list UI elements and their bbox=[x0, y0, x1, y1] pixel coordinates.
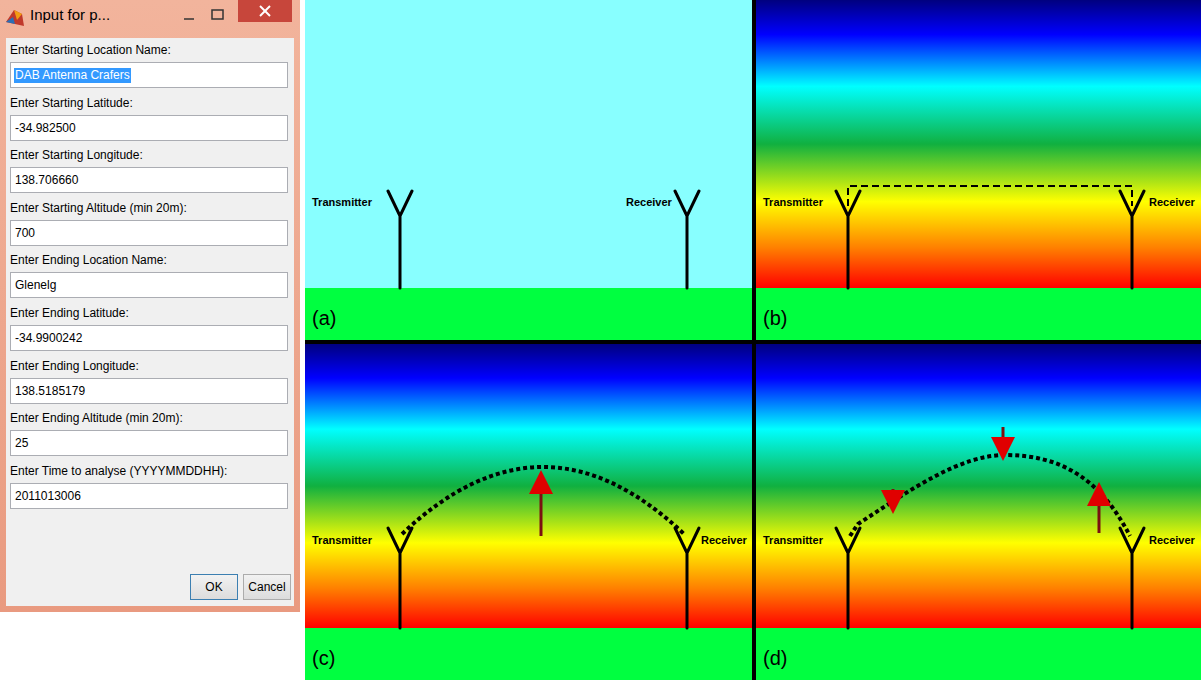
field-label: Enter Ending Altitude (min 20m): bbox=[10, 411, 183, 425]
antenna-label: Receiver bbox=[701, 534, 747, 546]
refractivity-gradient bbox=[305, 344, 752, 628]
divider bbox=[305, 340, 1201, 344]
button-label: OK bbox=[205, 575, 222, 599]
field-label: Enter Starting Longitude: bbox=[10, 148, 143, 162]
panel-letter: (a) bbox=[312, 307, 336, 330]
text-field: Enter Ending Altitude (min 20m):25 bbox=[10, 430, 288, 456]
antenna-symbols bbox=[388, 191, 1144, 628]
antenna-label: Transmitter bbox=[312, 534, 372, 546]
text-field: Enter Ending Location Name:Glenelg bbox=[10, 272, 288, 298]
window-title: Input for p... bbox=[30, 6, 110, 23]
antenna-label: Receiver bbox=[626, 196, 672, 208]
push-button: Cancel bbox=[243, 574, 291, 600]
field-label: Enter Ending Latitude: bbox=[10, 306, 129, 320]
field-value: 138.5185179 bbox=[14, 384, 86, 399]
dialog-body bbox=[6, 38, 294, 606]
antenna-label: Transmitter bbox=[312, 196, 372, 208]
field-value: 2011013006 bbox=[14, 489, 82, 504]
sky bbox=[305, 0, 752, 288]
panel-letter: (c) bbox=[312, 647, 335, 670]
antenna-label: Receiver bbox=[1149, 534, 1195, 546]
close-cross bbox=[260, 6, 270, 16]
panel-letter: (b) bbox=[763, 307, 787, 330]
antenna-label: Receiver bbox=[1149, 196, 1195, 208]
input-dialog: Input for p... Enter Starting Location Na… bbox=[0, 0, 300, 612]
antenna-label: Transmitter bbox=[763, 196, 823, 208]
straight-ray bbox=[848, 186, 1132, 206]
window-frame bbox=[0, 0, 300, 612]
text-field: Enter Starting Latitude:-34.982500 bbox=[10, 115, 288, 141]
ground bbox=[305, 288, 752, 340]
refractivity-gradient bbox=[756, 0, 1201, 288]
text-field: Enter Starting Longitude:138.706660 bbox=[10, 167, 288, 193]
field-value: 138.706660 bbox=[14, 173, 79, 188]
field-label: Enter Time to analyse (YYYYMMDDHH): bbox=[10, 464, 227, 478]
close-button bbox=[238, 0, 292, 22]
field-label: Enter Ending Location Name: bbox=[10, 253, 167, 267]
antenna-label: Transmitter bbox=[763, 534, 823, 546]
field-label: Enter Ending Longitude: bbox=[10, 359, 139, 373]
matlab-icon bbox=[6, 10, 24, 26]
ducted-ray bbox=[850, 455, 1130, 536]
field-value: -34.9900242 bbox=[14, 331, 83, 346]
ground bbox=[305, 628, 752, 680]
text-field: Enter Starting Altitude (min 20m):700 bbox=[10, 220, 288, 246]
ground bbox=[756, 628, 1201, 680]
panel-letter: (d) bbox=[763, 647, 787, 670]
refracted-ray bbox=[402, 467, 684, 534]
window-buttons bbox=[184, 10, 223, 19]
field-value: Glenelg bbox=[14, 278, 57, 293]
text-field: Enter Starting Location Name:DAB Antenna… bbox=[10, 62, 288, 88]
field-label: Enter Starting Latitude: bbox=[10, 96, 133, 110]
refractivity-gradient bbox=[756, 344, 1201, 628]
bending-arrows bbox=[541, 427, 1099, 536]
text-field: Enter Time to analyse (YYYYMMDDHH):20110… bbox=[10, 483, 288, 509]
push-button: OK bbox=[190, 574, 238, 600]
field-value: -34.982500 bbox=[14, 121, 77, 136]
field-label: Enter Starting Altitude (min 20m): bbox=[10, 201, 187, 215]
button-label: Cancel bbox=[248, 575, 285, 599]
ground bbox=[756, 288, 1201, 340]
field-value: 25 bbox=[14, 436, 29, 451]
field-label: Enter Starting Location Name: bbox=[10, 43, 171, 57]
text-field: Enter Ending Latitude:-34.9900242 bbox=[10, 325, 288, 351]
text-field: Enter Ending Longitude:138.5185179 bbox=[10, 378, 288, 404]
field-value: DAB Antenna Crafers bbox=[14, 68, 131, 83]
field-value: 700 bbox=[14, 226, 36, 241]
